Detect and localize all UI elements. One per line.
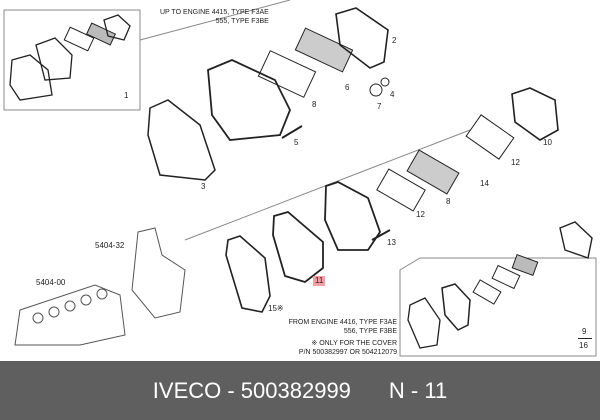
inset-box-top bbox=[3, 9, 141, 111]
footer-page-ref: N - 11 bbox=[388, 377, 448, 403]
footer-bar: IVECO - 500382999 N - 11 bbox=[0, 361, 600, 420]
inset-filter bbox=[63, 26, 95, 52]
ref-5404-00: 5404-00 bbox=[36, 278, 66, 287]
part-11-gasket bbox=[272, 211, 324, 283]
part-4-ring bbox=[380, 77, 390, 87]
callout-12-b: 12 bbox=[416, 210, 425, 219]
note-top-line1: UP TO ENGINE 4415, TYPE F3AE bbox=[160, 9, 269, 16]
part-5-bolt bbox=[281, 125, 303, 139]
part-12-gasket-a bbox=[465, 114, 515, 160]
inset-cover-b bbox=[441, 283, 471, 331]
inset-cover bbox=[35, 37, 73, 81]
divider-line-top bbox=[139, 0, 291, 41]
callout-15: 15※ bbox=[268, 304, 284, 313]
callout-5: 5 bbox=[294, 138, 299, 147]
callout-6: 6 bbox=[345, 83, 350, 92]
footer-brand-part-number: IVECO - 500382999 bbox=[152, 377, 351, 403]
note-bottom-line1: FROM ENGINE 4416, TYPE F3AE bbox=[288, 319, 397, 326]
part-cover-middle bbox=[324, 181, 381, 251]
part-1-cover bbox=[207, 59, 291, 141]
ref-5404-32: 5404-32 bbox=[95, 241, 125, 250]
callout-8-middle: 8 bbox=[446, 197, 451, 206]
inset-filter-b bbox=[511, 254, 539, 276]
inset-gasket-b bbox=[407, 297, 441, 349]
part-2-housing bbox=[335, 7, 389, 69]
callout-16: 16 bbox=[579, 341, 588, 350]
callout-13: 13 bbox=[387, 238, 396, 247]
inset-gasket bbox=[9, 54, 53, 101]
callout-11-highlighted[interactable]: 11 bbox=[313, 276, 326, 286]
part-7-cap bbox=[369, 83, 383, 97]
note-cover-line2: P/N 500382997 OR 504212079 bbox=[298, 349, 397, 356]
part-8-gasket bbox=[257, 50, 317, 98]
note-bottom-line2: 556, TYPE F3BE bbox=[343, 328, 397, 335]
callout-1: 1 bbox=[124, 91, 129, 100]
note-cover-line1: ※ ONLY FOR THE COVER bbox=[311, 340, 397, 347]
part-10-housing bbox=[511, 87, 559, 141]
note-top: UP TO ENGINE 4415, TYPE F3AE 555, TYPE F… bbox=[160, 8, 269, 26]
part-13-bolt bbox=[371, 229, 391, 241]
part-6-filter bbox=[294, 27, 354, 73]
part-8-gasket-b bbox=[376, 168, 426, 212]
callout-4: 4 bbox=[390, 90, 395, 99]
inset-housing bbox=[103, 14, 131, 41]
callout-9: 9 bbox=[582, 327, 587, 336]
inset-gasket-c bbox=[472, 279, 502, 305]
callout-2: 2 bbox=[392, 36, 397, 45]
fraction-divider bbox=[578, 338, 592, 339]
callout-8-top: 8 bbox=[312, 100, 317, 109]
inset-box-bottom bbox=[399, 257, 597, 357]
parts-diagram bbox=[3, 0, 597, 357]
timing-cover-5404-32 bbox=[131, 227, 186, 319]
callout-12-a: 12 bbox=[511, 158, 520, 167]
engine-block-5404-00 bbox=[14, 284, 126, 346]
note-bottom: FROM ENGINE 4416, TYPE F3AE 556, TYPE F3… bbox=[289, 318, 397, 357]
part-3-gasket bbox=[147, 99, 216, 181]
note-top-line2: 555, TYPE F3BE bbox=[215, 18, 269, 25]
part-14-filter bbox=[406, 149, 460, 195]
callout-3: 3 bbox=[201, 182, 206, 191]
inset-gasket-d bbox=[491, 264, 521, 290]
callout-10: 10 bbox=[543, 138, 552, 147]
callout-7: 7 bbox=[377, 102, 382, 111]
inset-filter2 bbox=[86, 22, 116, 46]
inset-housing-b bbox=[559, 221, 593, 259]
callout-14: 14 bbox=[480, 179, 489, 188]
part-15-cover bbox=[225, 235, 271, 313]
